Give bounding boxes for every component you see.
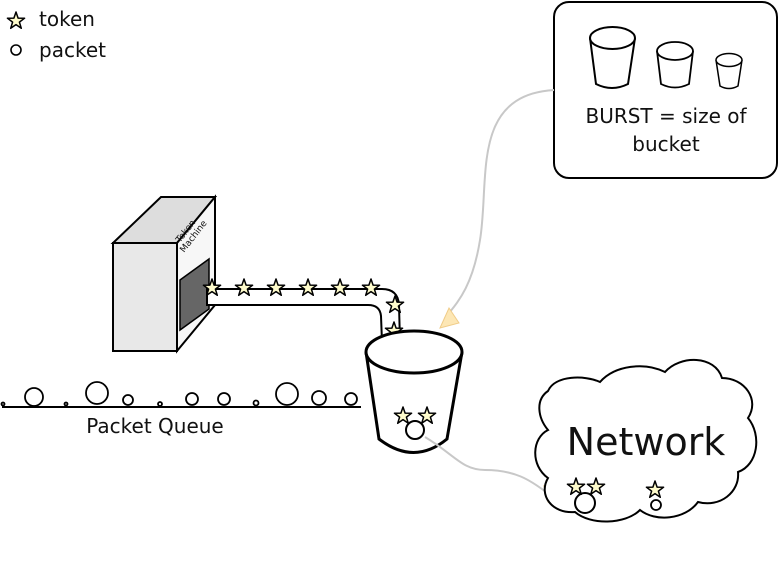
burst-connector-arrowhead — [439, 306, 460, 329]
network-packet-small — [650, 499, 662, 511]
queue-packet — [0, 401, 6, 407]
queue-packet — [122, 394, 134, 406]
bucket-packet — [405, 420, 425, 440]
network-label: Network — [567, 420, 726, 464]
queue-packet — [344, 392, 358, 406]
small-bucket-icon — [715, 52, 743, 90]
queue-packet — [217, 392, 231, 406]
burst-label-line1: BURST = size of — [585, 104, 747, 128]
token-bucket — [364, 329, 464, 454]
legend-token-label: token — [39, 7, 95, 31]
medium-bucket-icon — [656, 41, 694, 89]
queue-packet — [275, 382, 299, 406]
network-packet-large — [574, 492, 596, 514]
queue-packet — [311, 390, 327, 406]
packet-queue-label: Packet Queue — [86, 414, 224, 438]
burst-connector-arrow — [439, 89, 555, 329]
conveyor-tokens — [202, 278, 405, 340]
queue-packet — [157, 401, 163, 407]
legend: token packet — [6, 7, 106, 62]
legend-token-star-icon — [6, 11, 26, 30]
packet-queue: Packet Queue — [0, 381, 361, 438]
queue-packet — [24, 387, 44, 407]
queue-packet — [185, 392, 199, 406]
queue-packet — [252, 399, 260, 407]
token-machine-front — [112, 242, 178, 352]
burst-label-line2: bucket — [632, 132, 700, 156]
token-machine: Token Machine — [110, 194, 218, 354]
token-machine-slot — [179, 257, 210, 332]
token-bucket-rim — [364, 329, 464, 375]
legend-packet-label: packet — [39, 38, 106, 62]
burst-callout: BURST = size of bucket — [553, 1, 778, 179]
queue-packet — [85, 381, 109, 405]
large-bucket-icon — [589, 26, 636, 89]
legend-packet-circle-icon — [10, 44, 22, 56]
network-cloud-shape — [534, 359, 758, 523]
network-cloud: Network — [534, 359, 758, 523]
token-conveyor-chute — [206, 288, 402, 343]
token-bucket-body — [364, 351, 464, 454]
queue-packet — [63, 401, 69, 407]
